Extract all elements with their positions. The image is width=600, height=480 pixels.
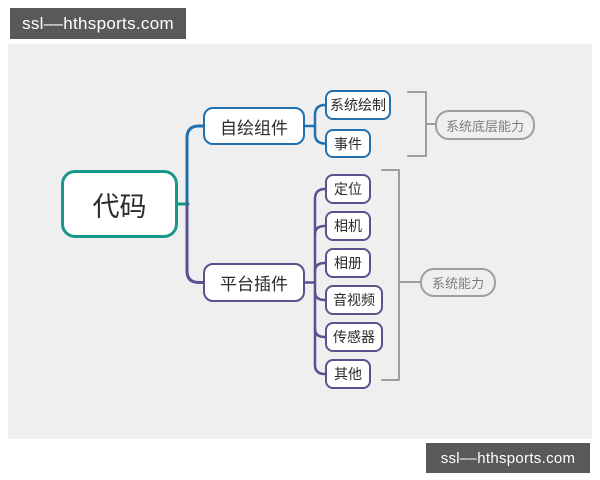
node-platform-plugin: 平台插件	[203, 263, 305, 302]
node-audio-video: 音视频	[325, 285, 383, 315]
node-event: 事件	[325, 129, 371, 158]
label-system-low-level-capability: 系统底层能力	[435, 110, 535, 140]
node-root: 代码	[61, 170, 178, 238]
node-system-draw: 系统绘制	[325, 90, 391, 120]
watermark-top: ssl––hthsports.com	[10, 8, 186, 39]
node-location: 定位	[325, 174, 371, 204]
node-other: 其他	[325, 359, 371, 389]
node-album: 相册	[325, 248, 371, 278]
node-sensor: 传感器	[325, 322, 383, 352]
node-camera: 相机	[325, 211, 371, 241]
node-self-draw-component: 自绘组件	[203, 107, 305, 145]
watermark-bottom: ssl––hthsports.com	[426, 443, 590, 473]
label-system-capability: 系统能力	[420, 268, 496, 297]
